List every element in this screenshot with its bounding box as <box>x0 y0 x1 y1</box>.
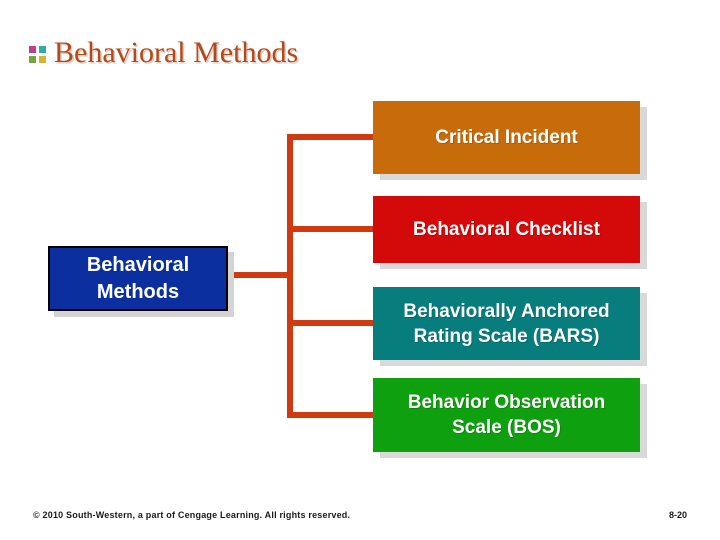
connector-trunk <box>287 134 293 418</box>
slide-number: 8-20 <box>668 510 687 520</box>
node-label: Behavior Observation Scale (BOS) <box>407 392 606 438</box>
bullet-square-magenta <box>29 46 36 53</box>
bars-node: Behaviorally Anchored Rating Scale (BARS… <box>373 287 640 360</box>
bos-node: Behavior Observation Scale (BOS) <box>373 378 640 452</box>
node-label: Behavioral Checklist <box>413 219 600 240</box>
bullet-square-gold <box>39 56 46 63</box>
node-label: Critical Incident <box>435 127 578 148</box>
slide-title: Behavioral Methods <box>54 36 299 69</box>
connector-branch-critical-incident <box>290 134 373 140</box>
node-label: Behaviorally Anchored Rating Scale (BARS… <box>403 300 610 347</box>
connector-branch-bars <box>290 320 373 326</box>
connector-branch-behavioral-checklist <box>290 226 373 232</box>
four-squares-bullet-icon <box>29 46 46 63</box>
bullet-square-green <box>29 56 36 63</box>
connector-branch-bos <box>290 412 373 418</box>
critical-incident-node: Critical Incident <box>373 101 640 174</box>
bullet-square-teal <box>39 46 46 53</box>
behavioral-checklist-node: Behavioral Checklist <box>373 196 640 263</box>
copyright-text: © 2010 South-Western, a part of Cengage … <box>33 510 351 520</box>
connector-root-stem <box>228 272 290 278</box>
behavioral-methods-root-node: Behavioral Methods <box>48 246 228 311</box>
root-node-label: Behavioral Methods <box>86 253 190 303</box>
